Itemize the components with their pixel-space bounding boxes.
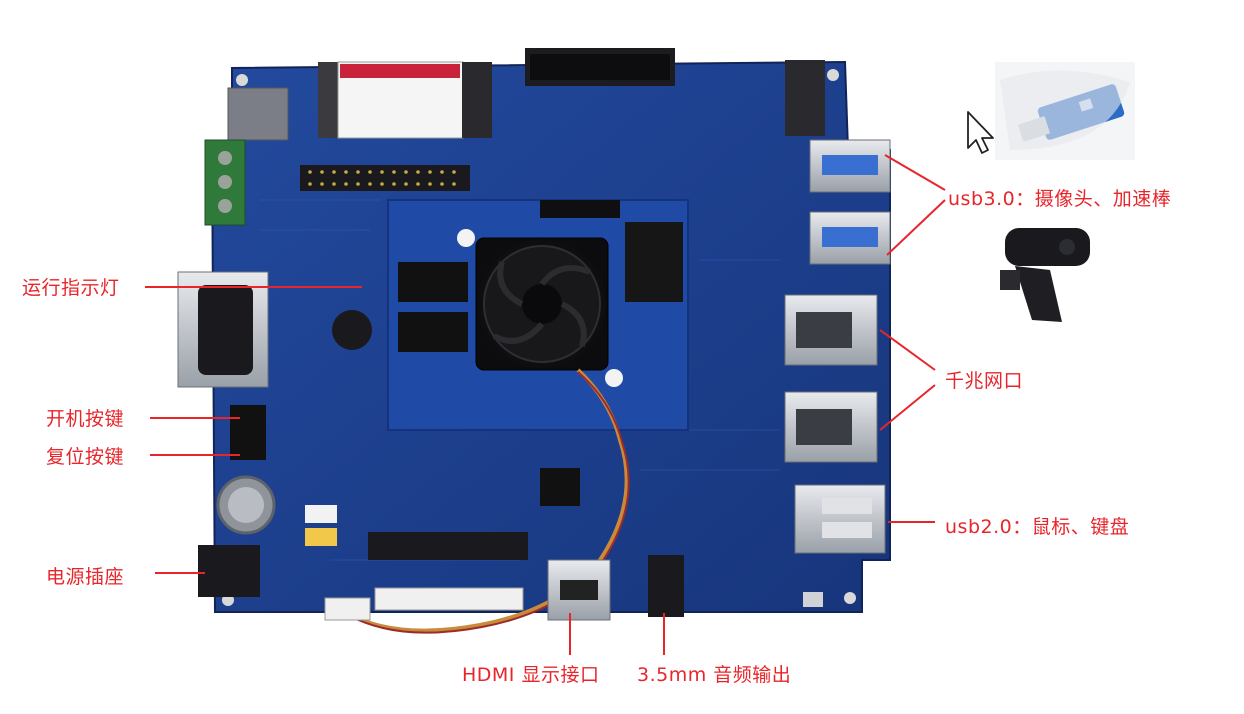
right-ports: [784, 139, 891, 554]
annotation-lines: [145, 154, 946, 655]
usb-accelerator-photo: [995, 62, 1135, 160]
mouse-pointer-icon: [967, 111, 994, 154]
label-reset-button: 复位按键: [46, 446, 125, 468]
label-audio: 3.5mm 音频输出: [637, 664, 792, 686]
label-power-socket: 电源插座: [46, 566, 125, 588]
label-run-led: 运行指示灯: [22, 277, 120, 299]
label-usb30: usb3.0：摄像头、加速棒: [948, 188, 1172, 210]
label-hdmi: HDMI 显示接口: [462, 664, 600, 686]
label-power-button: 开机按键: [46, 408, 125, 430]
webcam-photo: [1000, 228, 1090, 322]
top-connectors: [227, 48, 825, 191]
lower-components: [198, 310, 580, 621]
label-usb20: usb2.0：鼠标、键盘: [945, 516, 1130, 538]
bottom-ports: [547, 555, 823, 621]
label-gigabit-ethernet: 千兆网口: [945, 370, 1024, 392]
db9-connector: [177, 271, 269, 388]
cooling-fan: [349, 229, 630, 634]
terminal-block: [204, 139, 246, 226]
